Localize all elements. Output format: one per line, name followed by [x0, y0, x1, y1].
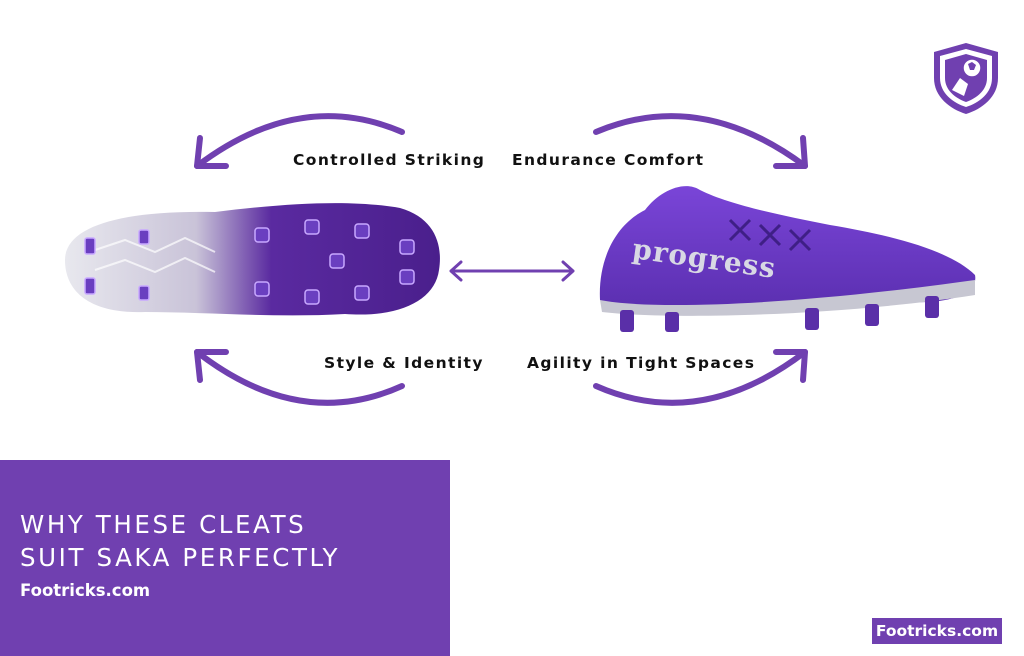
arrow-curved-icon — [194, 349, 229, 383]
headline-line-2: SUIT SAKA PERFECTLY — [20, 543, 341, 572]
shield-crest-icon — [934, 43, 998, 114]
arrow-curved-icon — [194, 113, 405, 169]
arrow-curved-icon — [194, 349, 405, 406]
arrow-curved-icon — [773, 135, 808, 169]
arrow-curved-icon — [773, 349, 808, 383]
site-badge[interactable]: Footricks.com — [872, 618, 1002, 644]
feature-style-identity: Style & Identity — [324, 354, 484, 372]
arrow-curved-icon — [593, 349, 808, 406]
panel-site-label: Footricks.com — [20, 581, 151, 600]
double-arrow-icon — [449, 260, 575, 282]
headline-line-1: WHY THESE CLEATS — [20, 510, 307, 539]
feature-endurance-comfort: Endurance Comfort — [512, 151, 705, 169]
arrow-curved-icon — [593, 113, 808, 169]
title-panel: WHY THESE CLEATS SUIT SAKA PERFECTLY Foo… — [0, 460, 450, 656]
feature-agility: Agility in Tight Spaces — [527, 354, 756, 372]
cleat-sole-image — [65, 203, 440, 316]
arrow-curved-icon — [194, 135, 229, 169]
feature-controlled-striking: Controlled Striking — [293, 151, 486, 169]
arrow-graphics — [194, 113, 808, 406]
cleat-side-image: progress — [590, 170, 980, 340]
